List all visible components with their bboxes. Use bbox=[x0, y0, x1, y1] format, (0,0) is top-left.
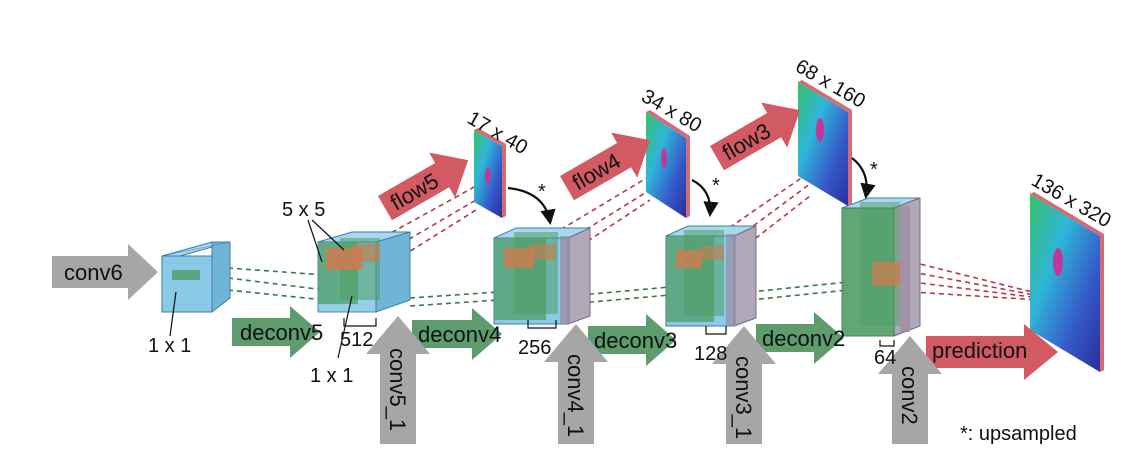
channels-512: 512 bbox=[340, 329, 373, 351]
feature-block-4 bbox=[493, 227, 591, 325]
conv4_1-arrow: conv4_1 bbox=[544, 324, 608, 444]
deconv3-arrow: deconv3 bbox=[588, 314, 677, 366]
conv6-arrow: conv6 bbox=[52, 244, 158, 300]
channels-64: 64 bbox=[874, 347, 896, 369]
svg-text:conv6: conv6 bbox=[64, 260, 123, 285]
flow5-image bbox=[474, 128, 506, 218]
kernel-1x1-label-b: 1 x 1 bbox=[310, 365, 353, 387]
flow3-arrow: flow3 bbox=[710, 102, 801, 171]
conv3_1-arrow: conv3_1 bbox=[712, 326, 776, 444]
conv6-cube bbox=[161, 241, 231, 314]
prediction-image bbox=[1030, 192, 1104, 372]
kernel-leaders bbox=[169, 219, 353, 359]
deconv5-arrow: deconv5 bbox=[232, 306, 323, 358]
flow4-image bbox=[646, 110, 690, 218]
prediction-arrow: prediction bbox=[926, 324, 1058, 380]
svg-text:conv2: conv2 bbox=[897, 366, 922, 425]
upsample-star-1: * bbox=[538, 181, 546, 203]
svg-text:deconv5: deconv5 bbox=[240, 320, 323, 345]
svg-text:prediction: prediction bbox=[932, 338, 1027, 363]
conv2-arrow: conv2 bbox=[878, 336, 942, 444]
upsample-arrows bbox=[507, 157, 876, 226]
svg-text:deconv3: deconv3 bbox=[594, 328, 677, 353]
svg-text:conv4_1: conv4_1 bbox=[563, 354, 588, 437]
upsample-star-2: * bbox=[712, 175, 720, 197]
conv5_1-arrow: conv5_1 bbox=[366, 316, 430, 444]
svg-text:deconv2: deconv2 bbox=[762, 326, 845, 351]
legend-upsampled: *: upsampled bbox=[960, 423, 1077, 445]
kernel-1x1-label-a: 1 x 1 bbox=[148, 335, 191, 357]
feature-block-2 bbox=[841, 197, 921, 337]
svg-text:conv5_1: conv5_1 bbox=[385, 348, 410, 431]
feature-block-5 bbox=[317, 231, 411, 313]
svg-text:deconv4: deconv4 bbox=[418, 322, 501, 347]
svg-text:conv3_1: conv3_1 bbox=[731, 356, 756, 439]
flow3-image bbox=[798, 80, 852, 206]
deconv2-arrow: deconv2 bbox=[756, 312, 845, 364]
deconv4-arrow: deconv4 bbox=[412, 308, 502, 360]
channels-128: 128 bbox=[694, 343, 727, 365]
channels-256: 256 bbox=[518, 337, 551, 359]
feature-block-3 bbox=[665, 225, 757, 327]
channel-brackets bbox=[343, 318, 895, 347]
upsample-star-3: * bbox=[870, 159, 878, 181]
kernel-5x5-label: 5 x 5 bbox=[282, 199, 325, 221]
